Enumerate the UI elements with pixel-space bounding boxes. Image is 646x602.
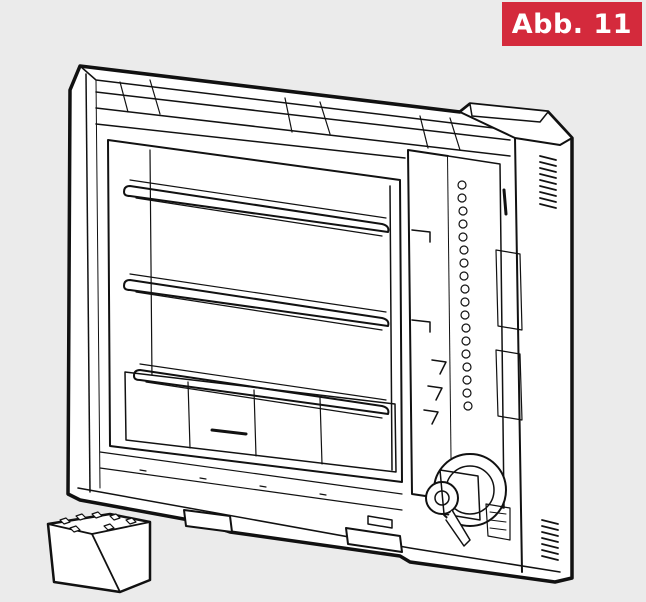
heating-element-top — [123, 179, 390, 237]
storage-brick-block — [46, 511, 152, 594]
heating-element-middle — [123, 273, 390, 331]
heating-chamber — [107, 139, 403, 483]
right-side-cover — [459, 103, 573, 573]
figure-label: Abb. 11 — [511, 8, 632, 40]
top-frame-brace — [95, 79, 511, 159]
panel-brackets — [411, 229, 447, 425]
vent-slots-upper — [539, 155, 557, 209]
fan-motor — [425, 453, 511, 547]
figure-label-badge: Abb. 11 — [501, 2, 642, 46]
vent-slots-lower — [541, 519, 559, 561]
base-feet — [183, 509, 403, 553]
heating-element-bottom — [133, 363, 390, 419]
bottom-rail — [99, 451, 403, 511]
